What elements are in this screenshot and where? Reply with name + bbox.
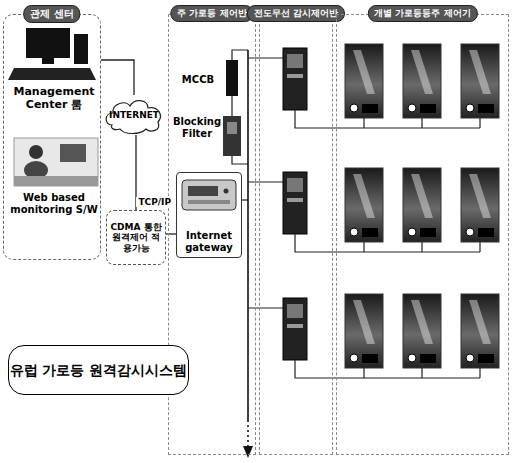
edge-label: TCP/IP (136, 197, 173, 207)
node-text: Internet gateway (177, 230, 241, 253)
header-tab: 주 가로등 제어반 (170, 5, 253, 22)
cdma-box: CDMA 통한 원격제어 적용가능 (106, 210, 166, 265)
power-bus (243, 50, 253, 458)
header-tab: 관제 센터 (23, 5, 80, 23)
connector-line (101, 60, 134, 95)
center-label: Management Center 룸 (6, 86, 102, 111)
computer-icon (8, 28, 96, 80)
part-label: Blocking Filter (172, 116, 222, 139)
control-center-region: 관제 센터 (3, 14, 101, 260)
part-label: MCCB (176, 74, 220, 86)
internet-cloud: INTERNET (102, 95, 166, 135)
system-title-box: 유럽 가로등 원격감시시스템 (8, 345, 189, 395)
node-text: 유럽 가로등 원격감시시스템 (10, 362, 188, 378)
node-text: CDMA 통한 원격제어 적용가능 (110, 222, 162, 253)
filter-symbol (223, 116, 248, 164)
controller-row (248, 168, 499, 252)
lamp-controller-column: 개별 가로등등주 제어기 (336, 14, 509, 455)
header-tab: 전도무선 감시제어반 (247, 5, 345, 22)
gateway-box: Internet gateway (176, 172, 242, 258)
monitor-panel-column: 전도무선 감시제어반 (259, 14, 333, 455)
software-label: Web based monitoring S/W (6, 192, 102, 215)
operator-picture (14, 138, 98, 186)
header-tab: 개별 가로등등주 제어기 (367, 5, 477, 22)
mccb-symbol (226, 50, 248, 116)
controller-row (248, 44, 499, 128)
node-text: INTERNET (109, 110, 159, 120)
cloud-outline (106, 101, 160, 134)
gateway-device (182, 180, 248, 210)
controller-row (248, 294, 499, 378)
